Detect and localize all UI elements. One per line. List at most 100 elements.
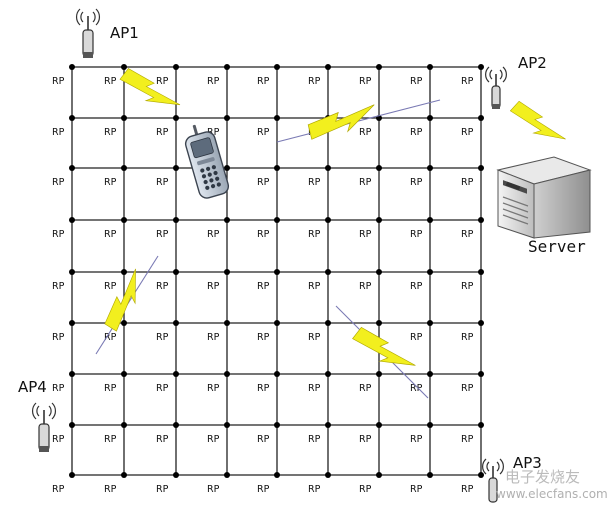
rp-label: RP — [207, 281, 220, 292]
grid-node — [274, 115, 280, 121]
rp-label: RP — [52, 383, 65, 394]
grid-node — [427, 217, 433, 223]
grid-node — [69, 64, 75, 70]
grid-node — [121, 269, 127, 275]
rp-label: RP — [257, 434, 270, 445]
grid-node — [173, 320, 179, 326]
rp-label: RP — [257, 229, 270, 240]
rp-label: RP — [308, 281, 321, 292]
grid-node — [478, 422, 484, 428]
grid-node — [173, 472, 179, 478]
rp-label: RP — [156, 76, 169, 87]
grid-node — [173, 165, 179, 171]
grid-node — [121, 422, 127, 428]
grid-node — [478, 472, 484, 478]
grid-node — [173, 217, 179, 223]
lightning-bolt-icon — [509, 100, 566, 140]
lightning-bolt-icon — [119, 68, 181, 106]
rp-label: RP — [104, 434, 117, 445]
server-icon — [496, 156, 592, 239]
antenna-icon — [485, 66, 507, 109]
rp-label: RP — [156, 127, 169, 138]
grid-node — [325, 320, 331, 326]
rp-label: RP — [359, 484, 372, 495]
rp-label: RP — [359, 434, 372, 445]
rp-label: RP — [52, 76, 65, 87]
grid-node — [274, 472, 280, 478]
grid-node — [376, 217, 382, 223]
grid-node — [325, 64, 331, 70]
rp-label: RP — [308, 229, 321, 240]
grid-node — [427, 64, 433, 70]
rp-label: RP — [257, 383, 270, 394]
rp-label: RP — [52, 229, 65, 240]
grid-node — [427, 472, 433, 478]
ap3-label: AP3 — [513, 454, 542, 472]
rp-label: RP — [207, 484, 220, 495]
rp-label: RP — [359, 127, 372, 138]
rp-label: RP — [52, 434, 65, 445]
rp-label: RP — [207, 76, 220, 87]
rp-label: RP — [308, 177, 321, 188]
rp-label: RP — [461, 434, 474, 445]
rp-label: RP — [461, 177, 474, 188]
grid-node — [69, 269, 75, 275]
grid-node — [478, 64, 484, 70]
grid-node — [121, 320, 127, 326]
rp-label: RP — [52, 127, 65, 138]
ap2-label: AP2 — [518, 54, 547, 72]
ap1-label: AP1 — [110, 24, 139, 42]
rp-label: RP — [207, 332, 220, 343]
grid-node — [224, 269, 230, 275]
rp-label: RP — [461, 281, 474, 292]
grid-node — [478, 217, 484, 223]
rp-label: RP — [308, 484, 321, 495]
rp-label: RP — [257, 484, 270, 495]
wireless-links — [104, 68, 566, 366]
grid-node — [376, 64, 382, 70]
grid-node — [69, 472, 75, 478]
rp-label: RP — [104, 127, 117, 138]
grid-node — [173, 115, 179, 121]
grid-node — [121, 115, 127, 121]
rp-label: RP — [156, 281, 169, 292]
grid-node — [427, 320, 433, 326]
grid-node — [173, 64, 179, 70]
grid-node — [274, 165, 280, 171]
rp-label: RP — [359, 383, 372, 394]
grid-node — [224, 371, 230, 377]
rp-label: RP — [257, 76, 270, 87]
rp-label: RP — [156, 484, 169, 495]
rp-label: RP — [156, 383, 169, 394]
rp-label: RP — [257, 177, 270, 188]
grid-node — [69, 165, 75, 171]
grid-labels: RP RP RP RP RP RP RP RP RP RP RP RP RP RP RP RP RP RP RP RP… — [52, 76, 474, 495]
rp-label: RP — [156, 177, 169, 188]
grid-node — [427, 165, 433, 171]
grid-node — [173, 269, 179, 275]
grid-node — [224, 320, 230, 326]
watermark: 电子发烧友 www.elecfans.com — [496, 468, 608, 501]
rp-label: RP — [359, 229, 372, 240]
rp-label: RP — [156, 434, 169, 445]
grid-node — [224, 217, 230, 223]
rp-label: RP — [461, 484, 474, 495]
lightning-bolt-icon — [104, 268, 136, 332]
grid-node — [121, 64, 127, 70]
rp-label: RP — [104, 229, 117, 240]
grid-node — [69, 320, 75, 326]
grid-node — [376, 269, 382, 275]
rp-label: RP — [308, 434, 321, 445]
rp-label: RP — [104, 281, 117, 292]
rp-label: RP — [156, 332, 169, 343]
rp-label: RP — [207, 229, 220, 240]
grid-node — [274, 320, 280, 326]
rp-label: RP — [410, 127, 423, 138]
rp-label: RP — [156, 229, 169, 240]
grid-node — [274, 217, 280, 223]
rp-label: RP — [308, 332, 321, 343]
grid-node — [274, 269, 280, 275]
grid-node — [325, 371, 331, 377]
rp-label: RP — [359, 281, 372, 292]
